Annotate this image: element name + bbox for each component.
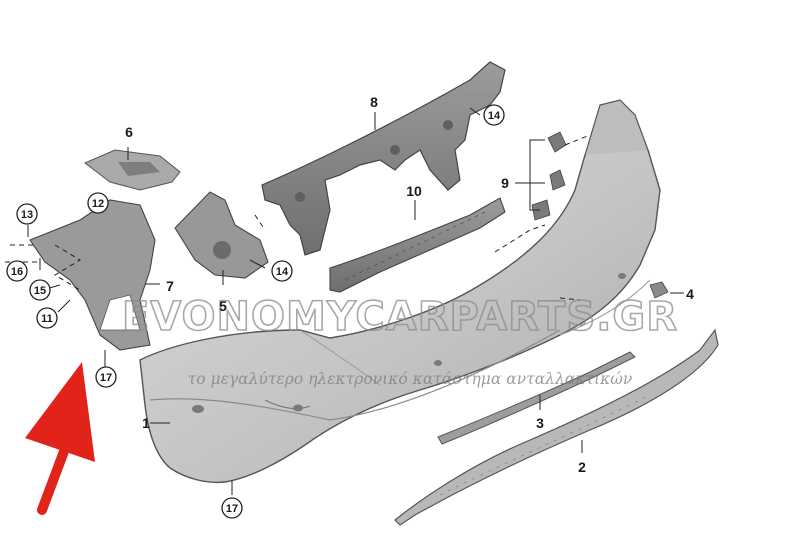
part-label-10: 10	[406, 183, 422, 199]
svg-text:17: 17	[226, 503, 238, 515]
rear-bumper-cover	[139, 99, 661, 484]
part-label-9: 9	[501, 175, 509, 191]
park-sensor-hole	[618, 273, 626, 279]
svg-text:16: 16	[11, 266, 23, 278]
svg-text:14: 14	[276, 266, 289, 278]
circled-label-17: 17	[95, 366, 117, 388]
rear-diffuser-trim	[394, 328, 719, 526]
circled-label-15: 15	[29, 279, 51, 301]
bumper-plug	[649, 281, 669, 299]
svg-text:12: 12	[92, 198, 104, 210]
circled-label-17: 17	[221, 497, 243, 519]
svg-text:15: 15	[34, 285, 46, 297]
svg-text:13: 13	[21, 209, 33, 221]
part-label-1: 1	[142, 415, 150, 431]
part-label-4: 4	[686, 286, 694, 302]
part-labels: 8 6 10 9 4 7 5 1 3 2	[125, 94, 694, 475]
part-label-7: 7	[166, 278, 174, 294]
circled-labels: 13 12 16 15 11 14 14 17	[6, 104, 505, 519]
part-label-6: 6	[125, 124, 133, 140]
watermark-subtitle: το μεγαλύτερο ηλεκτρονικό κατάστημα αντα…	[188, 370, 633, 388]
side-guide-upper	[84, 149, 181, 191]
watermark-title: EVONOMYCARPARTS.GR	[122, 294, 678, 340]
circled-label-13: 13	[16, 203, 38, 225]
park-sensor-hole	[192, 405, 204, 413]
bumper-bracket-center	[329, 197, 506, 293]
part-label-3: 3	[536, 415, 544, 431]
circled-label-12: 12	[87, 192, 109, 214]
svg-text:11: 11	[41, 313, 53, 325]
part-label-8: 8	[370, 94, 378, 110]
side-bracket	[174, 191, 269, 279]
circled-label-16: 16	[6, 260, 28, 282]
park-sensor-hole	[293, 404, 303, 412]
part-label-5: 5	[219, 298, 227, 314]
clip-set	[531, 131, 567, 221]
circled-label-14: 14	[483, 104, 505, 126]
circled-label-11: 11	[36, 307, 58, 329]
assembly-guide-lines	[5, 134, 591, 301]
circled-label-14: 14	[271, 260, 293, 282]
svg-text:17: 17	[100, 372, 112, 384]
bumper-upper-carrier	[261, 61, 506, 256]
bumper-trim-strip	[437, 351, 636, 445]
part-label-2: 2	[578, 459, 586, 475]
park-sensor-hole	[434, 360, 442, 366]
watermark: EVONOMYCARPARTS.GR το μεγαλύτερο ηλεκτρο…	[121, 293, 678, 388]
side-bracket-left	[29, 199, 156, 351]
svg-text:14: 14	[488, 110, 501, 122]
leader-lines	[27, 107, 684, 495]
red-arrow-pointer	[25, 362, 95, 515]
